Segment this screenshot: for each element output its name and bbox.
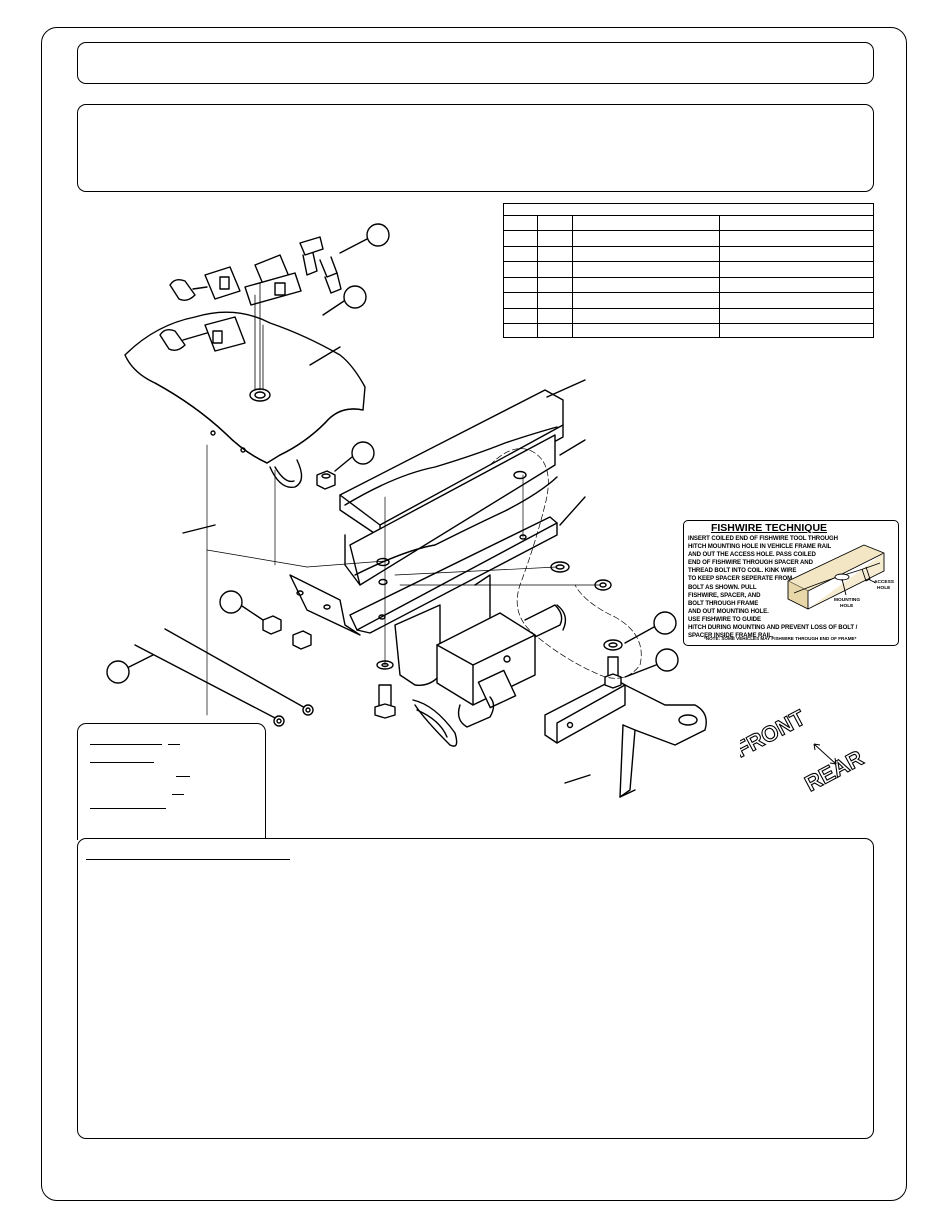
- receiver-tube: [436, 612, 536, 728]
- title-box: [77, 42, 874, 84]
- notes-box: [77, 104, 874, 192]
- table-column-divider: [719, 215, 720, 337]
- frame-rail-illustration: ACCESS HOLE MOUNTING HOLE: [787, 544, 895, 610]
- fishwire-line: TO KEEP SPACER SEPERATE FROM: [688, 575, 793, 583]
- assembly-lines: [206, 444, 601, 716]
- fishwire-line: USE FISHWIRE TO GUIDE: [688, 615, 761, 623]
- fishwire-line: INSERT COILED END OF FISHWIRE TOOL THROU…: [688, 535, 838, 542]
- fishwire-line: HITCH DURING MOUNTING AND PREVENT LOSS O…: [688, 624, 858, 632]
- fishwire-note: *NOTE: SOME VEHICLES MAY FISHWIRE THROUG…: [704, 636, 857, 641]
- fishwire-line: END OF FISHWIRE THROUGH SPACER AND: [688, 559, 813, 567]
- page-frame: [41, 27, 907, 1201]
- table-row: [504, 323, 873, 324]
- table-row: [504, 246, 873, 247]
- fishwire-line: SPACER INSIDE FRAME RAIL.: [688, 632, 774, 640]
- instructions-heading: [86, 845, 290, 860]
- fasteners: [262, 470, 623, 719]
- fishwire-line: FISHWIRE, SPACER, AND: [688, 591, 761, 599]
- table-row: [504, 292, 873, 293]
- mounting-hole-label: HOLE: [840, 603, 854, 609]
- fishwire-line: AND OUT MOUNTING HOLE.: [688, 607, 769, 615]
- torque-line: [176, 776, 190, 777]
- instructions-box: [77, 838, 874, 1139]
- table-column-divider: [537, 215, 538, 337]
- fishwire-instructions: INSERT COILED END OF FISHWIRE TOOL THROU…: [688, 535, 898, 640]
- pin-and-clip: [412, 604, 567, 747]
- fishwire-line: HITCH MOUNTING HOLE IN VEHICLE FRAME RAI…: [688, 543, 832, 551]
- torque-line: [90, 808, 166, 809]
- torque-line: [90, 744, 162, 745]
- callouts: [106, 223, 679, 784]
- hitch-assembly-drawing: [106, 223, 707, 798]
- fishwire-technique-box: FISHWIRE TECHNIQUE INSERT COILED END OF …: [683, 520, 899, 646]
- phantom-lines: [489, 448, 642, 679]
- fishwire-title: FISHWIRE TECHNIQUE: [710, 522, 828, 534]
- table-row: [504, 230, 873, 231]
- table-row: [504, 215, 873, 216]
- parts-table: [503, 203, 874, 338]
- torque-line: [90, 762, 154, 763]
- torque-line: [168, 744, 180, 745]
- fishwire-line: BOLT AS SHOWN. PULL: [688, 583, 757, 591]
- access-hole-label: HOLE: [877, 585, 891, 591]
- front-label: FRONT: [740, 705, 810, 763]
- hitch-crossbar: [289, 389, 564, 686]
- table-row: [504, 308, 873, 309]
- fishwire-line: THREAD BOLT INTO COIL. KINK WIRE: [688, 567, 797, 575]
- table-column-divider: [572, 215, 573, 337]
- direction-arrow-icon: [813, 743, 837, 765]
- fishwire-line: AND OUT THE ACCESS HOLE. PASS COILED: [688, 551, 816, 559]
- table-row: [504, 261, 873, 262]
- front-rear-indicator: FRONT REAR: [740, 704, 868, 797]
- mounting-hole-label: MOUNTING: [834, 597, 860, 603]
- fishwire-tools: [134, 628, 314, 727]
- carriage-bolts: [159, 236, 342, 391]
- rear-label: REAR: [801, 745, 868, 796]
- access-hole-label: ACCESS: [874, 579, 895, 585]
- torque-spec-box: [77, 723, 266, 840]
- frame-bracket: [124, 311, 366, 489]
- ball-mount: [544, 678, 707, 798]
- table-row: [504, 277, 873, 278]
- fishwire-line: BOLT THROUGH FRAME: [688, 599, 759, 607]
- torque-line: [172, 794, 184, 795]
